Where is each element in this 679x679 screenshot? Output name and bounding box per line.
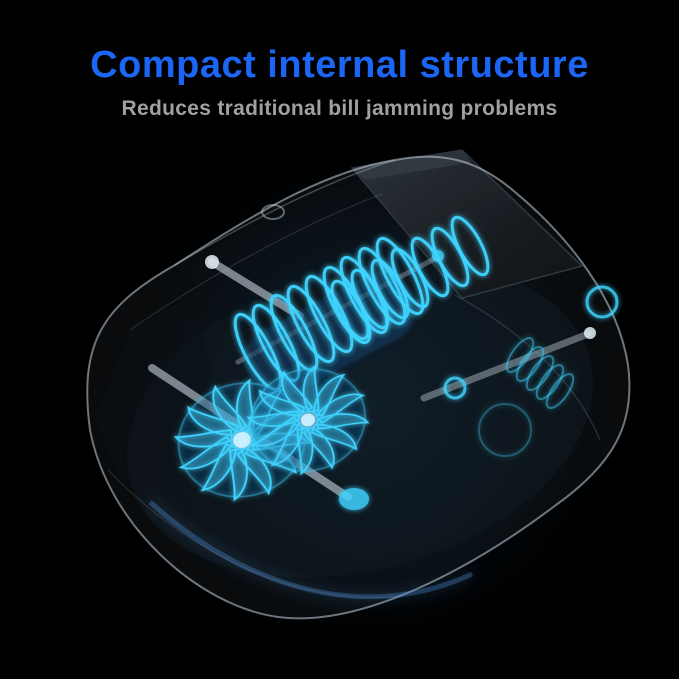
impeller-wheel-right <box>246 364 370 476</box>
spiral-roller-1 <box>233 236 425 398</box>
spiral-roller-2 <box>330 215 490 341</box>
glowing-roller-knob <box>339 488 369 510</box>
gear-rings <box>443 285 619 457</box>
shell-knob <box>261 204 285 220</box>
subheadline: Reduces traditional bill jamming problem… <box>121 97 558 120</box>
header: Compact internal structure Reduces tradi… <box>0 44 679 121</box>
spiral-roller-right <box>505 336 575 410</box>
headline: Compact internal structure <box>90 44 589 86</box>
bottom-rim-light <box>148 500 474 600</box>
